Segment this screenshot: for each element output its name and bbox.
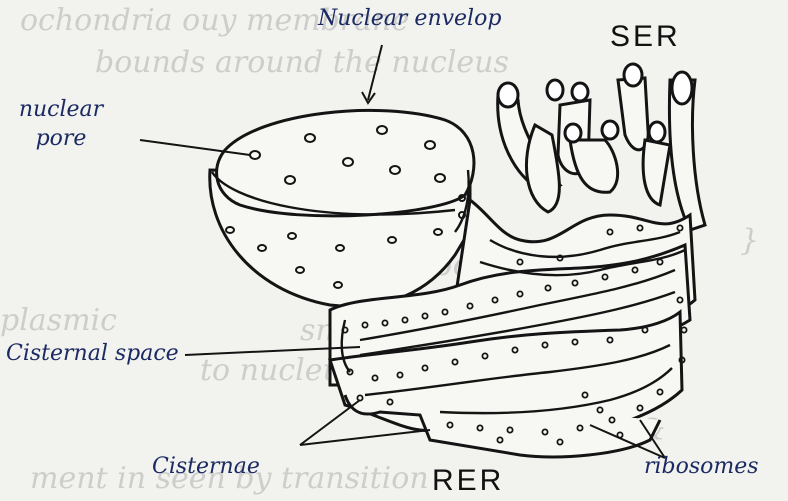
ser-tubule [643, 140, 670, 205]
smooth-er [498, 78, 705, 230]
svg-text:bounds around the nucleus: bounds around the nucleus [95, 45, 509, 80]
svg-text:}: } [740, 223, 759, 258]
label-nuclear-envelope: Nuclear envelop [318, 8, 518, 30]
ser-tubule [526, 125, 559, 212]
svg-text:plasmic: plasmic [0, 303, 117, 338]
label-cisternal-space: Cisternal space [6, 340, 206, 369]
label-nuclear-envelope-text: Nuclear envelop [318, 6, 501, 31]
label-ribosomes: ribosomes [644, 456, 759, 478]
nucleus [210, 110, 474, 306]
label-ser-text: SER [610, 20, 681, 53]
label-nuclear-pore: nuclear pore [6, 96, 116, 153]
label-ser: SER [610, 22, 681, 52]
label-rer: RER [432, 466, 504, 496]
nucleus-opening [217, 110, 474, 215]
leader-cisternae-2 [300, 430, 430, 445]
label-ribosomes-text: ribosomes [644, 454, 759, 479]
ser-tubule [570, 140, 618, 192]
label-cisternae-text: Cisternae [152, 454, 260, 479]
label-nuclear-pore-text: nuclear pore [19, 97, 103, 151]
label-cisternae: Cisternae [152, 456, 260, 478]
label-rer-text: RER [432, 464, 504, 497]
label-cisternal-space-text: Cisternal space [6, 341, 179, 366]
